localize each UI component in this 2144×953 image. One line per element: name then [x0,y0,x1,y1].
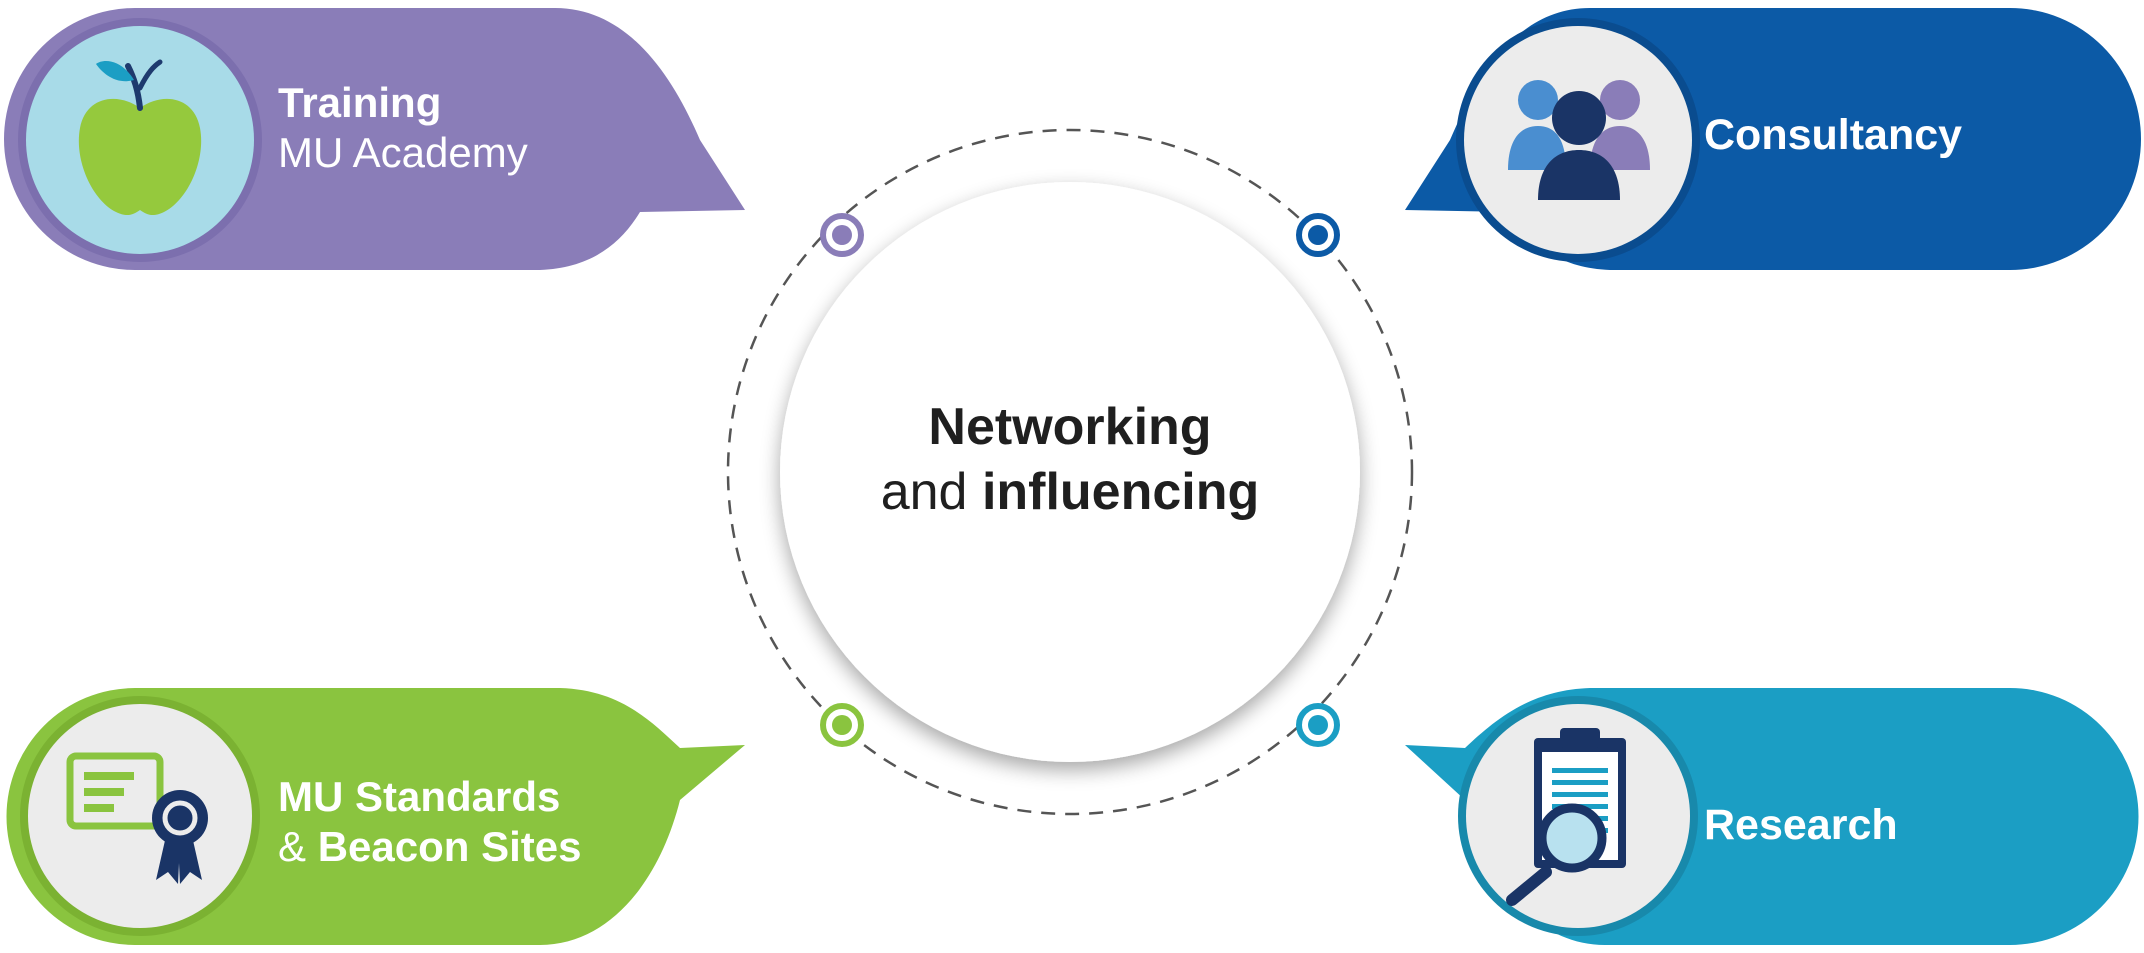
consultancy-label: Consultancy [1704,110,1962,162]
training-bubble [4,8,745,270]
center-title: Networking [928,398,1212,456]
certificate-icon [66,752,208,884]
consultancy-bubble [1405,8,2141,270]
training-subtitle: MU Academy [278,129,528,177]
clipboard-magnifier-icon [1506,728,1626,906]
center-text: Networking and influencing [790,395,1350,525]
training-label: Training MU Academy [278,78,528,179]
standards-bubble [6,688,745,945]
standards-title: MU Standards [278,773,561,820]
training-title: Training [278,79,442,126]
connector-dot-research [1296,703,1340,747]
connector-dot-consultancy [1296,213,1340,257]
center-circle [780,182,1360,762]
standards-subtitle-amp: & [278,823,307,871]
standards-subtitle-bold: Beacon Sites [317,823,582,871]
research-bubble [1405,688,2139,945]
connector-dot-training [820,213,864,257]
connector-dot-standards [820,703,864,747]
dashed-connector-ring [726,128,1414,816]
center-subtitle-bold: influencing [981,463,1260,521]
center-subtitle: and influencing [790,460,1350,525]
center-subtitle-plain: and [880,463,968,521]
apple-icon [78,59,202,216]
people-group-icon [1508,80,1650,200]
research-title: Research [1704,801,1898,849]
research-label: Research [1704,800,1898,852]
consultancy-title: Consultancy [1704,111,1963,159]
standards-label: MU Standards & Beacon Sites [278,772,581,873]
standards-subtitle: & Beacon Sites [278,822,581,872]
